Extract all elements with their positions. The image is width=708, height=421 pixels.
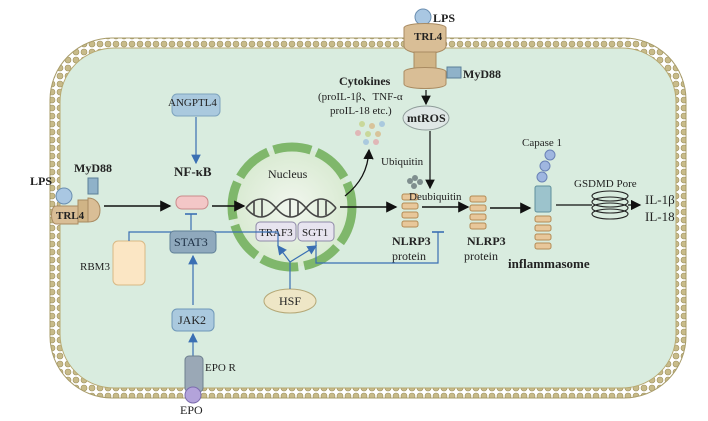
nfkb-box (175, 195, 209, 210)
inflammasome-label: inflammasome (508, 256, 590, 271)
sgt1-inhibit-line (315, 232, 439, 264)
dna-icon (245, 198, 337, 218)
nucleus: Nucleus TRAF3 SGT1 (227, 142, 357, 272)
jak2-box (171, 308, 215, 332)
stat3-label: STAT3 (174, 235, 208, 249)
hsf-label: HSF (279, 294, 301, 308)
myd88-top-label: MyD88 (463, 67, 501, 81)
cytokine-dots-icon (355, 121, 385, 145)
trl4-top-label: TRL4 (414, 31, 443, 43)
trl4-receptor-top: LPS TRL4 MyD88 (403, 8, 501, 89)
epo-icon (184, 386, 202, 404)
nlrp3-a-label: NLRP3 (392, 234, 431, 248)
nfkb-label: NF-κB (174, 164, 212, 179)
cell (49, 37, 687, 399)
trl4-receptor-left: LPS TRL4 MyD88 (30, 161, 112, 225)
capase1-label: Capase 1 (522, 137, 562, 149)
lps-left-icon (55, 187, 73, 205)
myd88-left-label: MyD88 (74, 161, 112, 175)
lps-left-label: LPS (30, 174, 52, 188)
traf3-label: TRAF3 (259, 227, 293, 239)
stat3-box (169, 230, 217, 254)
nlrp3-b-label: NLRP3 (467, 234, 506, 248)
nucleus-to-cytokines-arrow (344, 148, 374, 197)
ubiquitin-icon (407, 175, 423, 189)
nlrp3-protein-a-icon (401, 193, 419, 228)
mtros-label: mtROS (407, 111, 446, 125)
cytokines-line2: proIL-18 etc.) (330, 105, 392, 117)
protein-a-label: protein (392, 249, 426, 263)
il1b-label: IL-1β (645, 192, 675, 207)
nucleus-label: Nucleus (268, 167, 308, 181)
rbm3-box (112, 240, 146, 286)
gsdmd-pore-icon (591, 190, 629, 220)
deubiquitin-label: Deubiquitin (409, 191, 462, 203)
angptl4-box (171, 93, 221, 117)
il18-label: IL-18 (645, 209, 675, 224)
ubiquitin-label: Ubiquitin (381, 156, 424, 168)
trl4-left-label: TRL4 (56, 210, 85, 222)
sgt1-label: SGT1 (302, 227, 328, 239)
nlrp3-protein-b-icon (469, 195, 487, 230)
angptl4-label: ANGPTL4 (168, 97, 217, 109)
gsdmd-pore-label: GSDMD Pore (574, 178, 637, 190)
jak2-label: JAK2 (178, 313, 206, 327)
inflammasome-icon (534, 149, 556, 250)
lps-top-icon (414, 8, 432, 26)
hsf-to-sgt1-arrow (289, 245, 318, 263)
epo-label: EPO (180, 403, 203, 417)
epo-r-label: EPO R (205, 362, 237, 374)
cytokines-title: Cytokines (339, 74, 391, 88)
myd88-top-box (446, 66, 462, 79)
cytokines-line1: (proIL-1β、TNF-α (318, 91, 403, 103)
myd88-left-box (87, 177, 99, 195)
rbm3-label: RBM3 (80, 261, 110, 273)
mtros-box (402, 105, 450, 131)
lps-top-label: LPS (433, 11, 455, 25)
protein-b-label: protein (464, 249, 498, 263)
